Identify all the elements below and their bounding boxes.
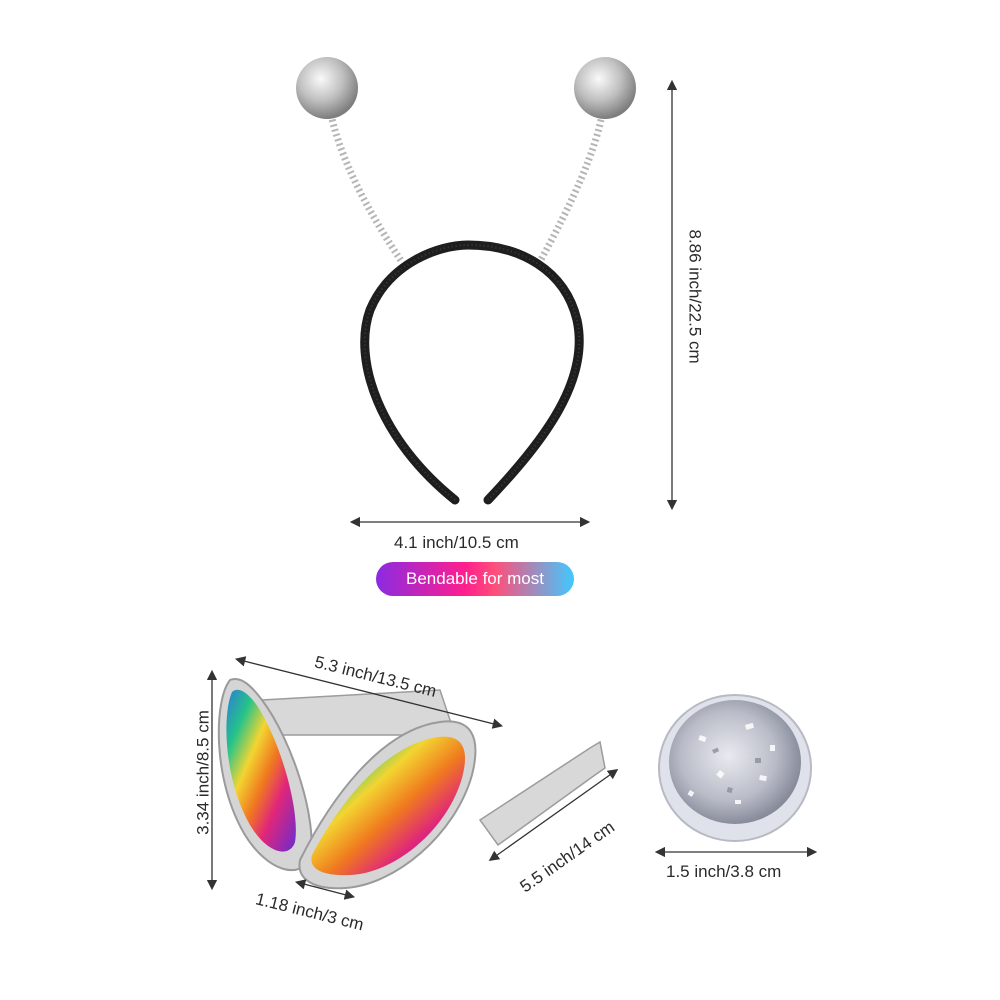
antenna-headband [296, 57, 636, 505]
glitter-jar [658, 694, 812, 842]
glasses-bridge-arrow [294, 879, 356, 900]
glitter-ball-right [574, 57, 636, 119]
antenna-spring-left [326, 109, 405, 264]
antenna-spring-right [534, 109, 607, 267]
glasses-width-arrow [234, 656, 504, 729]
glasses-lens-right [311, 736, 465, 876]
headband-arc [360, 240, 584, 505]
glasses-lens-left [226, 689, 296, 852]
glasses-temple-arrow [488, 768, 619, 862]
glitter-ball-left [296, 57, 358, 119]
glasses-height-label: 3.34 inch/8.5 cm [193, 710, 213, 835]
headband-height-label: 8.86 inch/22.5 cm [685, 229, 705, 364]
jar-diameter-label: 1.5 inch/3.8 cm [666, 862, 782, 881]
headband-width-label: 4.1 inch/10.5 cm [394, 533, 519, 552]
bendable-badge: Bendable for most [376, 562, 574, 596]
alien-glasses [217, 678, 606, 890]
